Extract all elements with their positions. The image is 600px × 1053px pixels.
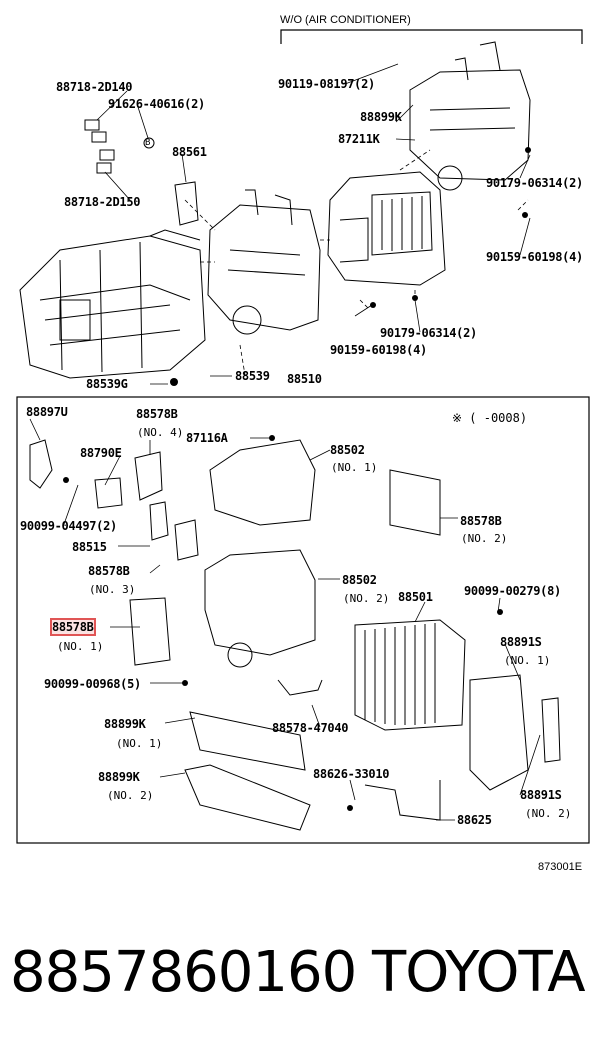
- blower-unit-illustration: [207, 189, 321, 335]
- part-label[interactable]: 88626-33010: [313, 767, 390, 781]
- part-label[interactable]: 88891S: [520, 788, 562, 802]
- part-label[interactable]: 88502: [330, 443, 365, 457]
- part-label[interactable]: 90159-60198(4): [486, 250, 583, 264]
- asterisk-date-note: ※ ( -0008): [452, 411, 528, 425]
- part-label[interactable]: 88891S: [500, 635, 542, 649]
- part-label[interactable]: 88578B: [136, 407, 178, 421]
- part-label[interactable]: 88539G: [86, 377, 128, 391]
- part-label[interactable]: 88515: [72, 540, 107, 554]
- part-label[interactable]: 88502: [342, 573, 377, 587]
- part-variant: (NO. 1): [331, 461, 378, 474]
- part-variant: (NO. 1): [504, 654, 551, 667]
- part-variant: (NO. 4): [137, 426, 184, 439]
- wo-bracket: [280, 29, 583, 44]
- part-variant: (NO. 3): [89, 583, 136, 596]
- part-variant: (NO. 1): [116, 737, 163, 750]
- part-label[interactable]: 88578-47040: [272, 721, 349, 735]
- part-label[interactable]: 87211K: [338, 132, 380, 146]
- clip-parts-illustration: [84, 119, 199, 226]
- part-label-highlighted[interactable]: 88578B: [50, 618, 96, 636]
- part-label[interactable]: 90159-60198(4): [330, 343, 427, 357]
- part-label[interactable]: 87116A: [186, 431, 228, 445]
- footer-brand: TOYOTA: [372, 940, 586, 1005]
- diagram-ref-code: 873001E: [538, 861, 583, 873]
- part-variant: (NO. 2): [343, 592, 390, 605]
- lower-frame: [16, 396, 590, 844]
- part-label[interactable]: 88501: [398, 590, 433, 604]
- bolt-dots: [63, 147, 531, 811]
- heater-case-illustration: [19, 229, 206, 379]
- part-label[interactable]: 88539: [235, 369, 270, 383]
- part-variant: (NO. 2): [107, 789, 154, 802]
- part-label[interactable]: 90099-00968(5): [44, 677, 141, 691]
- part-label[interactable]: 90179-06314(2): [380, 326, 477, 340]
- footer-part-number: 8857860160: [10, 940, 357, 1005]
- part-label[interactable]: 88625: [457, 813, 492, 827]
- part-label[interactable]: 88718-2D140: [56, 80, 133, 94]
- callout-lines: [29, 63, 541, 821]
- part-label[interactable]: 90179-06314(2): [486, 176, 583, 190]
- part-label[interactable]: 88899K: [98, 770, 140, 784]
- part-label[interactable]: 88578B: [460, 514, 502, 528]
- part-variant: (NO. 2): [525, 807, 572, 820]
- part-variant: (NO. 2): [461, 532, 508, 545]
- wo-air-conditioner-note: W/O (AIR CONDITIONER): [280, 14, 411, 26]
- part-label[interactable]: 88899K: [360, 110, 402, 124]
- parts-diagram: W/O (AIR CONDITIONER) ※ ( -0008) 873001E…: [16, 14, 590, 873]
- part-label[interactable]: 88578B: [88, 564, 130, 578]
- part-label[interactable]: 90119-08197(2): [278, 77, 375, 91]
- circle-b-marker: B: [145, 138, 151, 148]
- part-label[interactable]: 88561: [172, 145, 207, 159]
- part-label[interactable]: 88790E: [80, 446, 122, 460]
- part-label[interactable]: 90099-04497(2): [20, 519, 117, 533]
- part-label[interactable]: 88510: [287, 372, 322, 386]
- blower-wo-ac-illustration: [409, 41, 531, 191]
- diagram-drawing: [16, 29, 590, 844]
- part-label[interactable]: 88897U: [26, 405, 68, 419]
- lower-parts-illustration: [29, 439, 561, 831]
- part-label[interactable]: 91626-40616(2): [108, 97, 205, 111]
- part-variant: (NO. 1): [57, 640, 104, 653]
- leader-lines: [184, 149, 529, 376]
- part-label[interactable]: 88899K: [104, 717, 146, 731]
- evaporator-case-illustration: [327, 171, 446, 286]
- part-label[interactable]: 88718-2D150: [64, 195, 141, 209]
- part-label[interactable]: 90099-00279(8): [464, 584, 561, 598]
